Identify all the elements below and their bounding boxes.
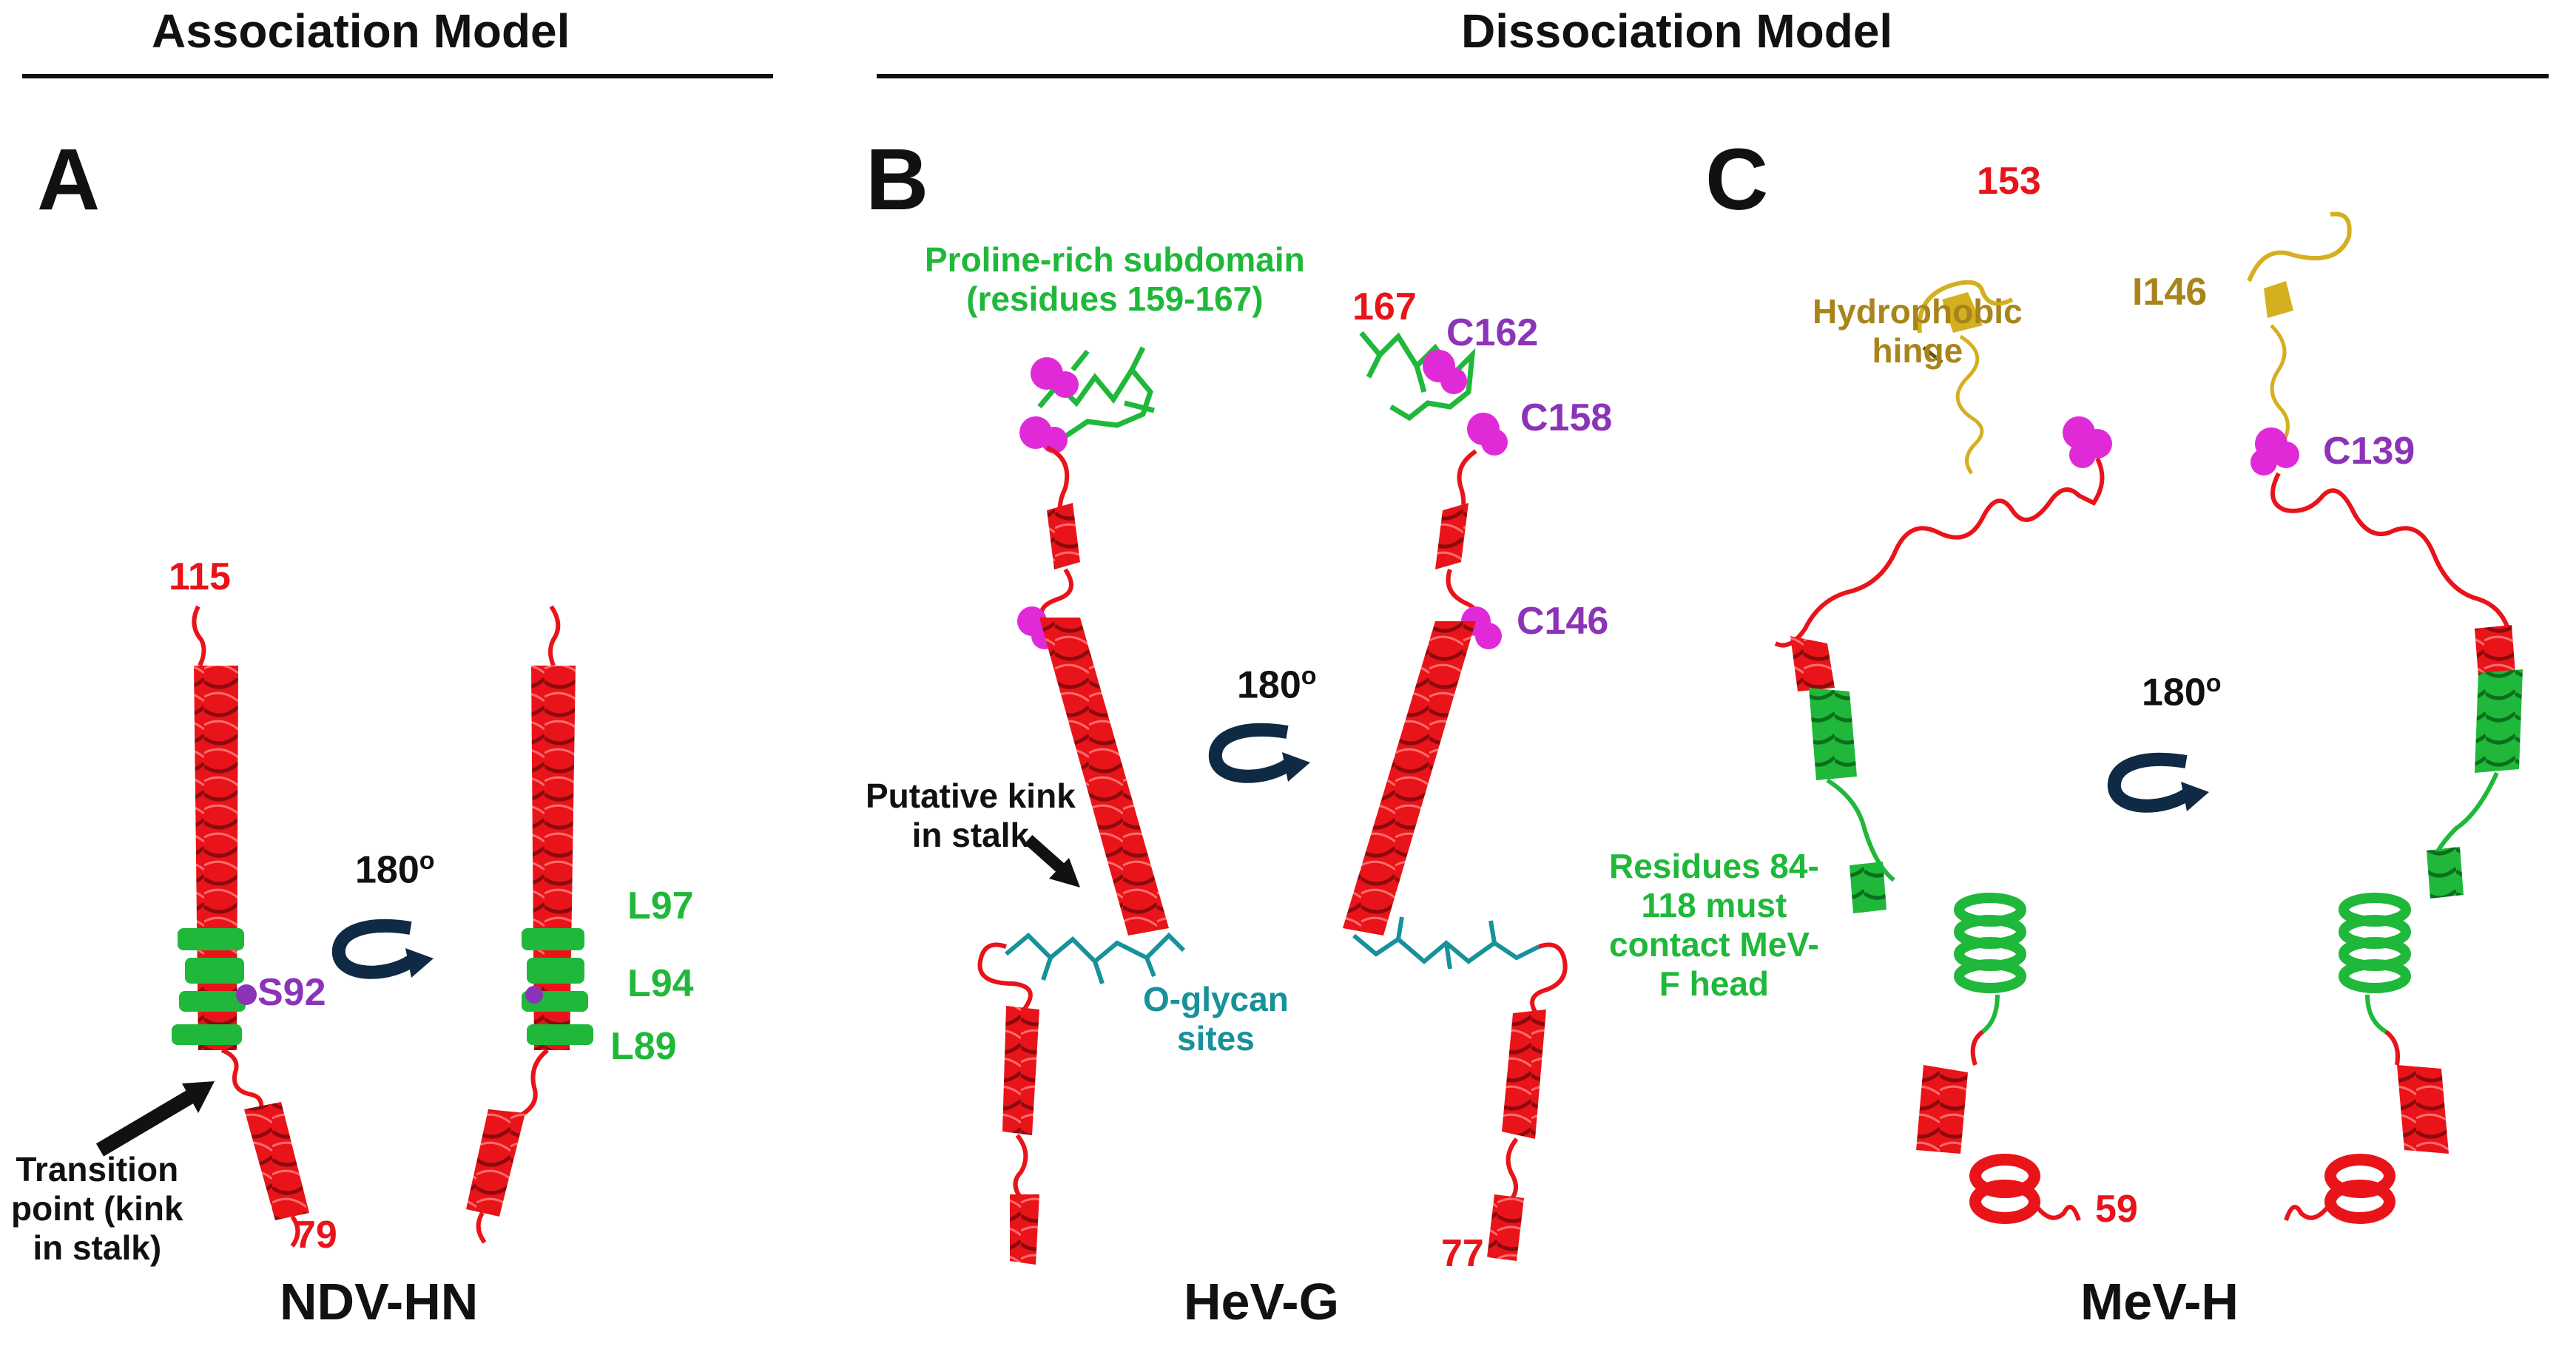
hev-c146-label: C146	[1517, 600, 1609, 643]
association-header-rule	[22, 74, 773, 78]
hev-res-167: 167	[1352, 285, 1417, 328]
hev-res-77: 77	[1441, 1232, 1484, 1275]
dissociation-header-rule	[877, 74, 2549, 78]
association-model-header: Association Model	[152, 4, 570, 58]
hev-g-name: HeV-G	[1184, 1273, 1340, 1330]
proline-rich-label: Proline-rich subdomain (residues 159-167…	[925, 240, 1305, 318]
hev-c162-label: C162	[1446, 311, 1539, 354]
ndv-hn-name: NDV-HN	[280, 1273, 479, 1330]
transition-point-arrow	[95, 1088, 198, 1157]
mev-h-name: MeV-H	[2080, 1273, 2239, 1330]
kink-arrowhead	[1049, 858, 1080, 887]
ndv-rotation-label: 180o	[355, 847, 435, 892]
hev-rotation-label: 180o	[1237, 662, 1317, 707]
transition-point-arrowhead	[182, 1081, 215, 1113]
ndv-l94-label: L94	[627, 962, 694, 1005]
panel-c-rotation-arrow	[2107, 753, 2209, 813]
panel-c-letter: C	[1705, 131, 1769, 229]
transition-point-label: Transition point (kink in stalk)	[11, 1150, 183, 1267]
panel-a-rotation-arrow	[331, 919, 434, 979]
residues-contact-label: Residues 84- 118 must contact MeV- F hea…	[1609, 847, 1819, 1003]
mev-i146-label: I146	[2132, 271, 2208, 314]
mev-res-59: 59	[2095, 1188, 2138, 1231]
hydrophobic-hinge-label: Hydrophobic hinge	[1813, 292, 2023, 370]
panel-b-letter: B	[866, 131, 929, 229]
hev-c158-label: C158	[1520, 396, 1613, 439]
ndv-l89-label: L89	[610, 1025, 677, 1068]
mev-h-structure-left	[1774, 280, 2112, 1224]
mev-c139-label: C139	[2323, 430, 2415, 473]
hev-g-structure-right	[1343, 331, 1568, 1261]
panel-a-letter: A	[37, 131, 101, 229]
hev-g-structure-left	[977, 346, 1186, 1265]
putative-kink-label: Putative kink in stalk	[866, 777, 1076, 854]
kink-arrow	[1024, 835, 1066, 873]
mev-rotation-label: 180o	[2142, 669, 2222, 714]
ndv-res-79: 79	[294, 1214, 337, 1257]
ndv-s92-label: S92	[257, 971, 326, 1014]
ndv-res-115: 115	[169, 555, 231, 598]
mev-h-structure-right	[2247, 212, 2523, 1224]
ndv-hn-structure-right	[466, 605, 593, 1244]
ndv-hn-structure-left	[172, 605, 309, 1248]
ndv-l97-label: L97	[627, 885, 694, 927]
mev-res-153: 153	[1977, 160, 2041, 203]
dissociation-model-header: Dissociation Model	[1461, 4, 1893, 58]
o-glycan-label: O-glycan sites	[1143, 980, 1289, 1058]
panel-b-rotation-arrow	[1208, 723, 1310, 783]
